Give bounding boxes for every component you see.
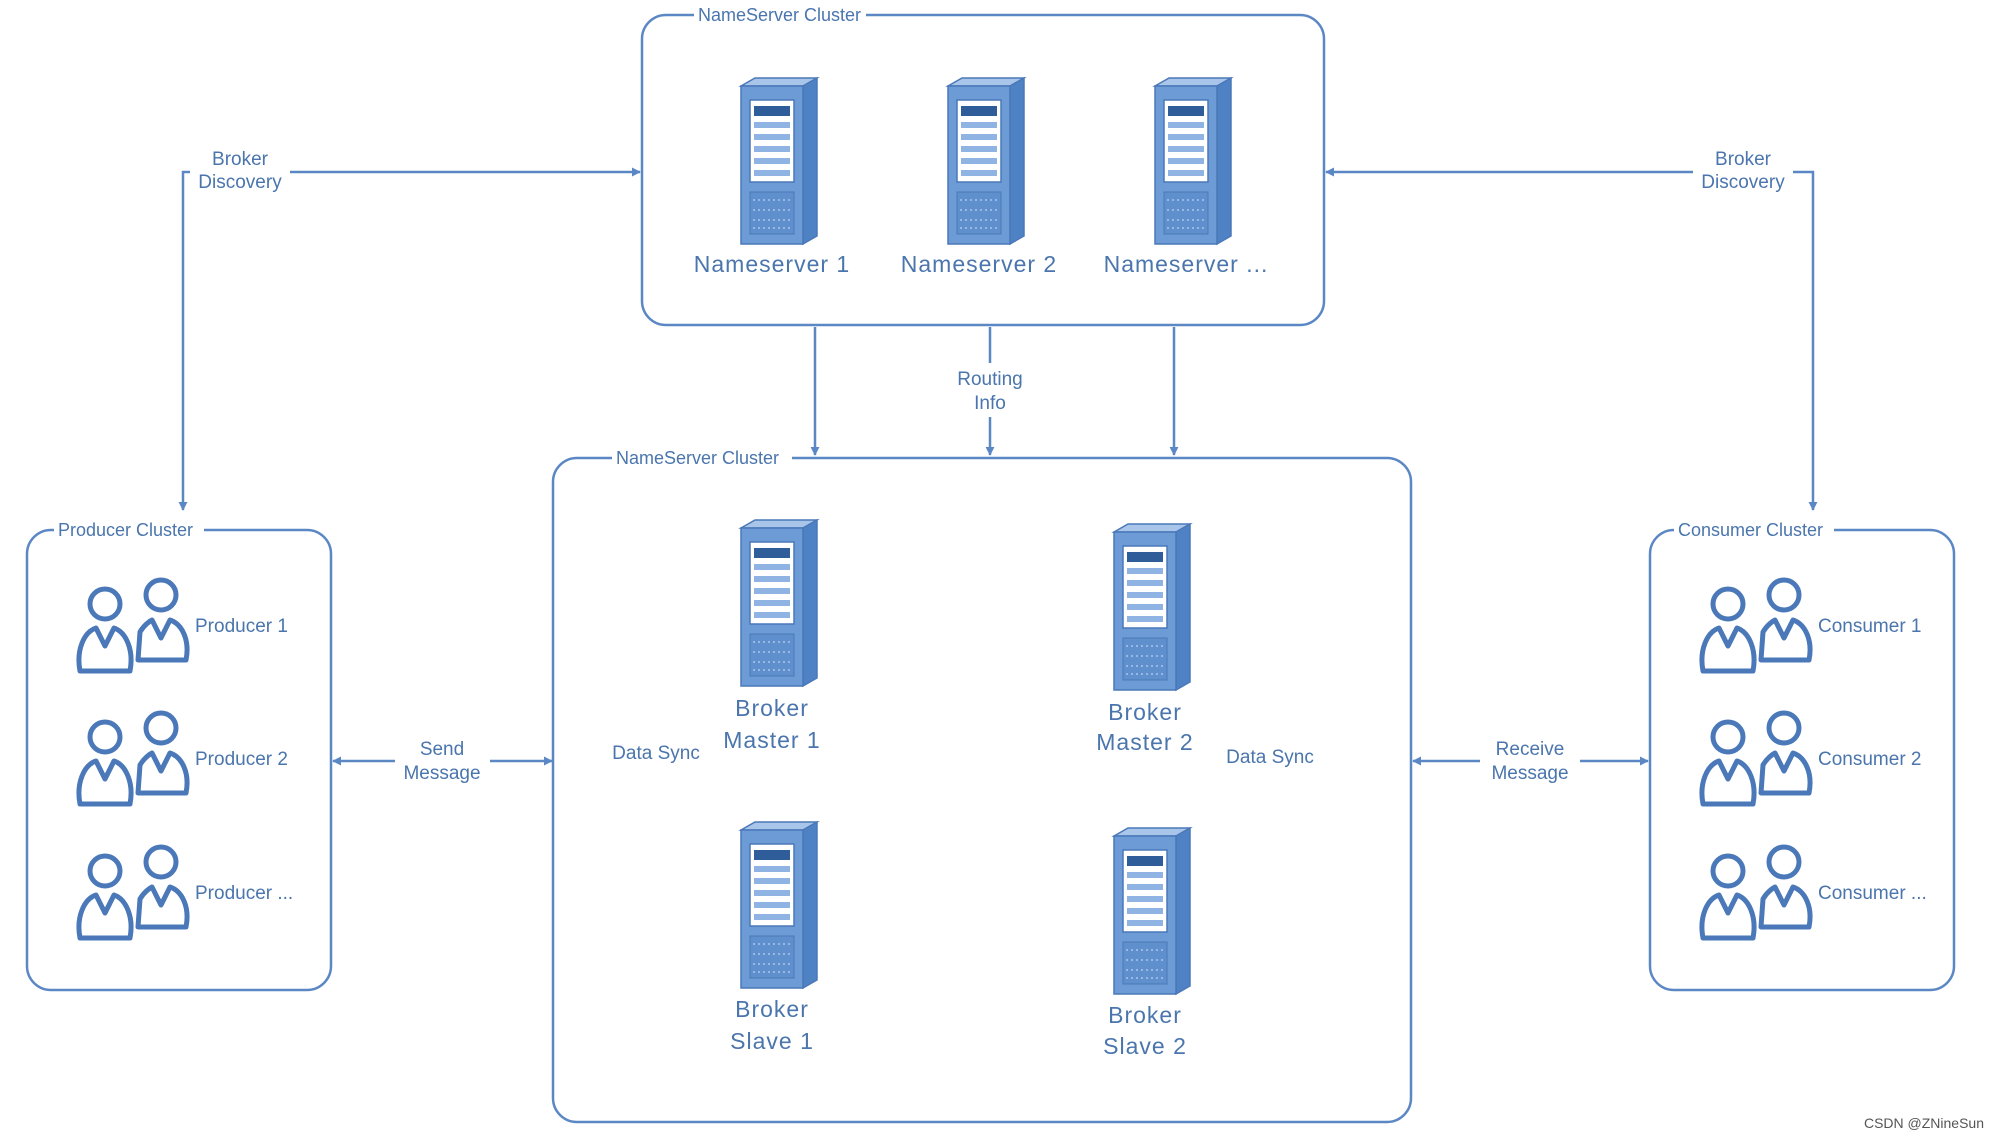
consumer-2-label: Consumer 2: [1818, 749, 1922, 770]
data-sync-right-label: Data Sync: [1226, 747, 1314, 768]
server-icon: [740, 519, 818, 687]
nameserver-2-label: Nameserver 2: [901, 251, 1057, 277]
producer-3-label: Producer ...: [195, 883, 293, 904]
arrow-broker-discovery-right: [1325, 167, 1818, 511]
nameserver-cluster-title: NameServer Cluster: [698, 5, 861, 25]
server-icon: [740, 821, 818, 989]
consumer-3: Consumer ...: [1702, 847, 1927, 938]
server-icon: [1113, 523, 1191, 691]
broker-cluster-box: [551, 456, 1413, 1124]
producer-3: Producer ...: [79, 847, 293, 938]
data-sync-left-label: Data Sync: [612, 743, 700, 764]
server-icon: [740, 77, 818, 245]
watermark: CSDN @ZNineSun: [1864, 1115, 1984, 1131]
nameserver-1-label: Nameserver 1: [694, 251, 850, 277]
producer-1-label: Producer 1: [195, 616, 288, 637]
cluster-titles: NameServer Cluster NameServer Cluster Pr…: [54, 4, 1834, 541]
arrow-broker-discovery-left: [178, 167, 641, 511]
nameserver-1: Nameserver 1: [694, 77, 850, 277]
server-icon: [1154, 77, 1232, 245]
producer-2: Producer 2: [79, 713, 288, 804]
server-icon: [1113, 827, 1191, 995]
consumer-2: Consumer 2: [1702, 713, 1922, 804]
nameserver-3-label: Nameserver ...: [1104, 251, 1269, 277]
broker-cluster-title: NameServer Cluster: [616, 448, 779, 468]
consumer-3-label: Consumer ...: [1818, 883, 1927, 904]
nameserver-2: Nameserver 2: [901, 77, 1057, 277]
producer-1: Producer 1: [79, 580, 288, 671]
consumer-1-label: Consumer 1: [1818, 616, 1922, 637]
nameserver-3: Nameserver ...: [1104, 77, 1269, 277]
server-icon: [947, 77, 1025, 245]
producer-2-label: Producer 2: [195, 749, 288, 770]
consumer-1: Consumer 1: [1702, 580, 1922, 671]
producer-cluster-title: Producer Cluster: [58, 520, 193, 540]
consumer-cluster-title: Consumer Cluster: [1678, 520, 1823, 540]
consumer-group: Consumer 1 Consumer 2 Consumer ...: [1702, 580, 1927, 938]
nameserver-group: Nameserver 1 Nameserver 2 Nameserver ...: [694, 77, 1269, 277]
producer-group: Producer 1 Producer 2 Producer ...: [79, 580, 293, 938]
